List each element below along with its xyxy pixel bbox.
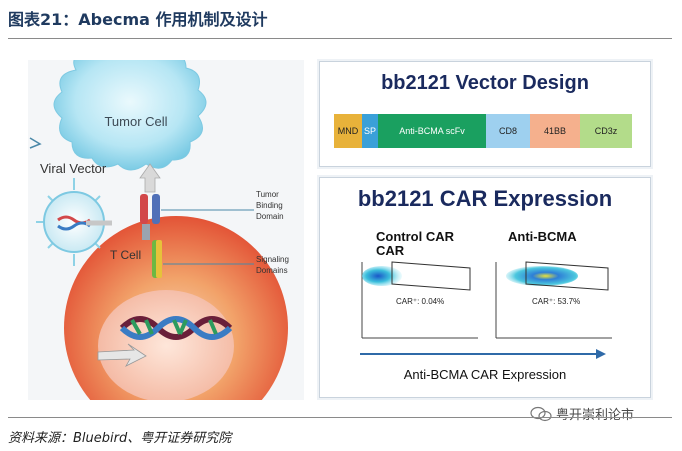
vector-design-title: bb2121 Vector Design <box>381 72 589 94</box>
figure-title: 图表21：Abecma 作用机制及设计 <box>8 10 268 29</box>
anti-bcma-label: Anti-BCMA <box>508 229 577 244</box>
tumor-binding-label-2: Binding <box>256 201 283 210</box>
arrow-right-icon <box>97 343 147 367</box>
segment-anti-bcma-scfv: Anti-BCMA scFv <box>378 114 486 148</box>
segment-sp: SP <box>362 114 378 148</box>
segment-mnd: MND <box>334 114 362 148</box>
top-divider <box>8 38 672 39</box>
segment-cd8: CD8 <box>486 114 530 148</box>
car-expression-title: bb2121 CAR Expression <box>357 186 613 211</box>
control-gate <box>391 261 471 291</box>
segment-cd3z: CD3z <box>580 114 632 148</box>
car-receptor <box>140 194 162 278</box>
anti-bcma-flow-plot: CAR⁺: 53.7% <box>495 261 612 339</box>
anti-bcma-gate <box>525 261 609 291</box>
mechanism-svg: Tumor Cell T Cell Tumor Bindin <box>28 45 304 440</box>
arrow-up-icon <box>139 163 161 193</box>
viral-vector-icon <box>36 178 112 266</box>
control-cell-population <box>362 266 402 286</box>
viral-vector-label: Viral Vector <box>40 161 107 176</box>
expression-axis-label: Anti-BCMA CAR Expression <box>403 367 567 382</box>
control-car-value: CAR⁺: 0.04% <box>396 297 444 306</box>
tumor-cell: Tumor Cell <box>53 45 207 171</box>
wechat-icon <box>530 406 552 421</box>
control-flow-plot: CAR⁺: 0.04% <box>361 261 478 339</box>
signaling-label-1: Signaling <box>256 255 289 264</box>
watermark-text: 粤开崇利论市 <box>556 408 635 423</box>
tumor-binding-label-3: Domain <box>256 212 284 221</box>
source-note: 资料来源：Bluebird、粤开证券研究院 <box>8 431 232 446</box>
bottom-divider <box>8 417 672 418</box>
car-expression-panel: bb2121 CAR Expression Control CAR CAR An… <box>319 177 651 398</box>
pointer-icon <box>29 137 42 149</box>
watermark: 粤开崇利论市 <box>530 404 634 423</box>
t-cell-label: T Cell <box>110 248 141 262</box>
dna-helix-icon <box>119 316 233 340</box>
tumor-cell-label: Tumor Cell <box>104 114 167 129</box>
mechanism-illustration: Tumor Cell T Cell Tumor Bindin <box>28 45 304 440</box>
vector-design-panel: bb2121 Vector Design MND SP Anti-BCMA sc… <box>319 61 651 167</box>
tumor-binding-label-1: Tumor <box>256 190 279 199</box>
expression-arrow-icon <box>596 349 606 359</box>
anti-bcma-cell-population <box>506 266 578 286</box>
control-car-label-2: CAR <box>376 243 405 258</box>
anti-bcma-car-value: CAR⁺: 53.7% <box>532 297 580 306</box>
control-car-label-1: Control CAR <box>376 229 454 244</box>
signaling-label-2: Domains <box>256 266 288 275</box>
segment-41bb: 41BB <box>530 114 580 148</box>
